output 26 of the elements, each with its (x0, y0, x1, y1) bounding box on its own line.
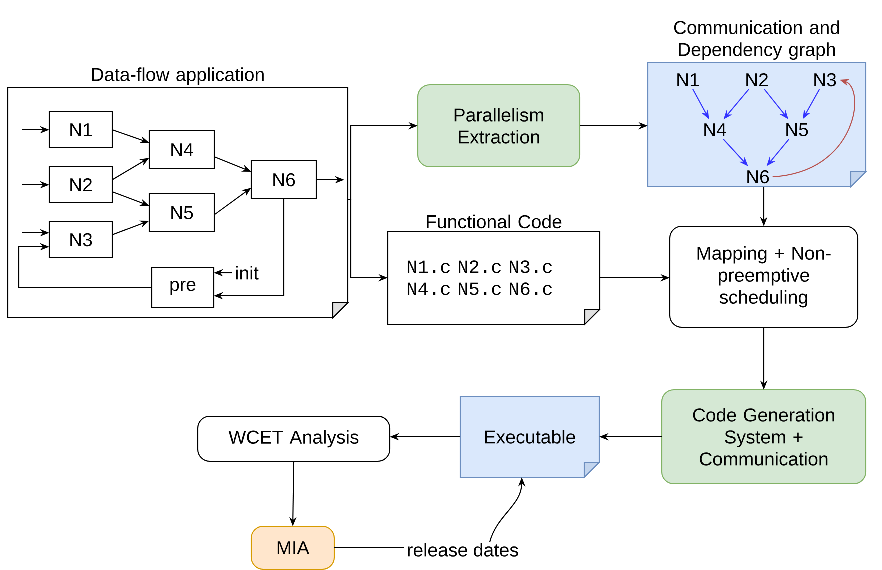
node-label: N5 (786, 123, 808, 137)
node-label: N6 (748, 170, 770, 184)
process-box: N4 (148, 130, 216, 170)
connector-line (334, 547, 404, 549)
process-box: Code Generation System + Communication (661, 389, 867, 485)
node-label: init (236, 266, 259, 280)
node-label: N4 (704, 124, 726, 136)
heading: Communication and Dependency graph (674, 20, 840, 60)
node-label: N2 (746, 73, 768, 86)
node-label: release dates (408, 543, 518, 557)
process-box: Mapping + Non-preemptive scheduling (669, 226, 859, 328)
process-box: Parallelism Extraction (417, 84, 581, 168)
heading: Functional Code (427, 214, 562, 229)
process-box: N6 (250, 160, 318, 200)
process-box: N3 (48, 221, 114, 259)
process-box: N5 (148, 193, 216, 233)
heading: Data-flow application (92, 68, 264, 86)
arrow (772, 79, 856, 178)
node-label: N1 (678, 74, 700, 86)
process-box: N2 (48, 166, 114, 204)
process-box: MIA (250, 526, 336, 570)
process-box: WCET Analysis (197, 416, 391, 462)
process-box: pre (151, 267, 215, 309)
process-box: N1 (48, 111, 114, 149)
node-label: N3 (814, 73, 836, 87)
arrow (18, 243, 152, 289)
